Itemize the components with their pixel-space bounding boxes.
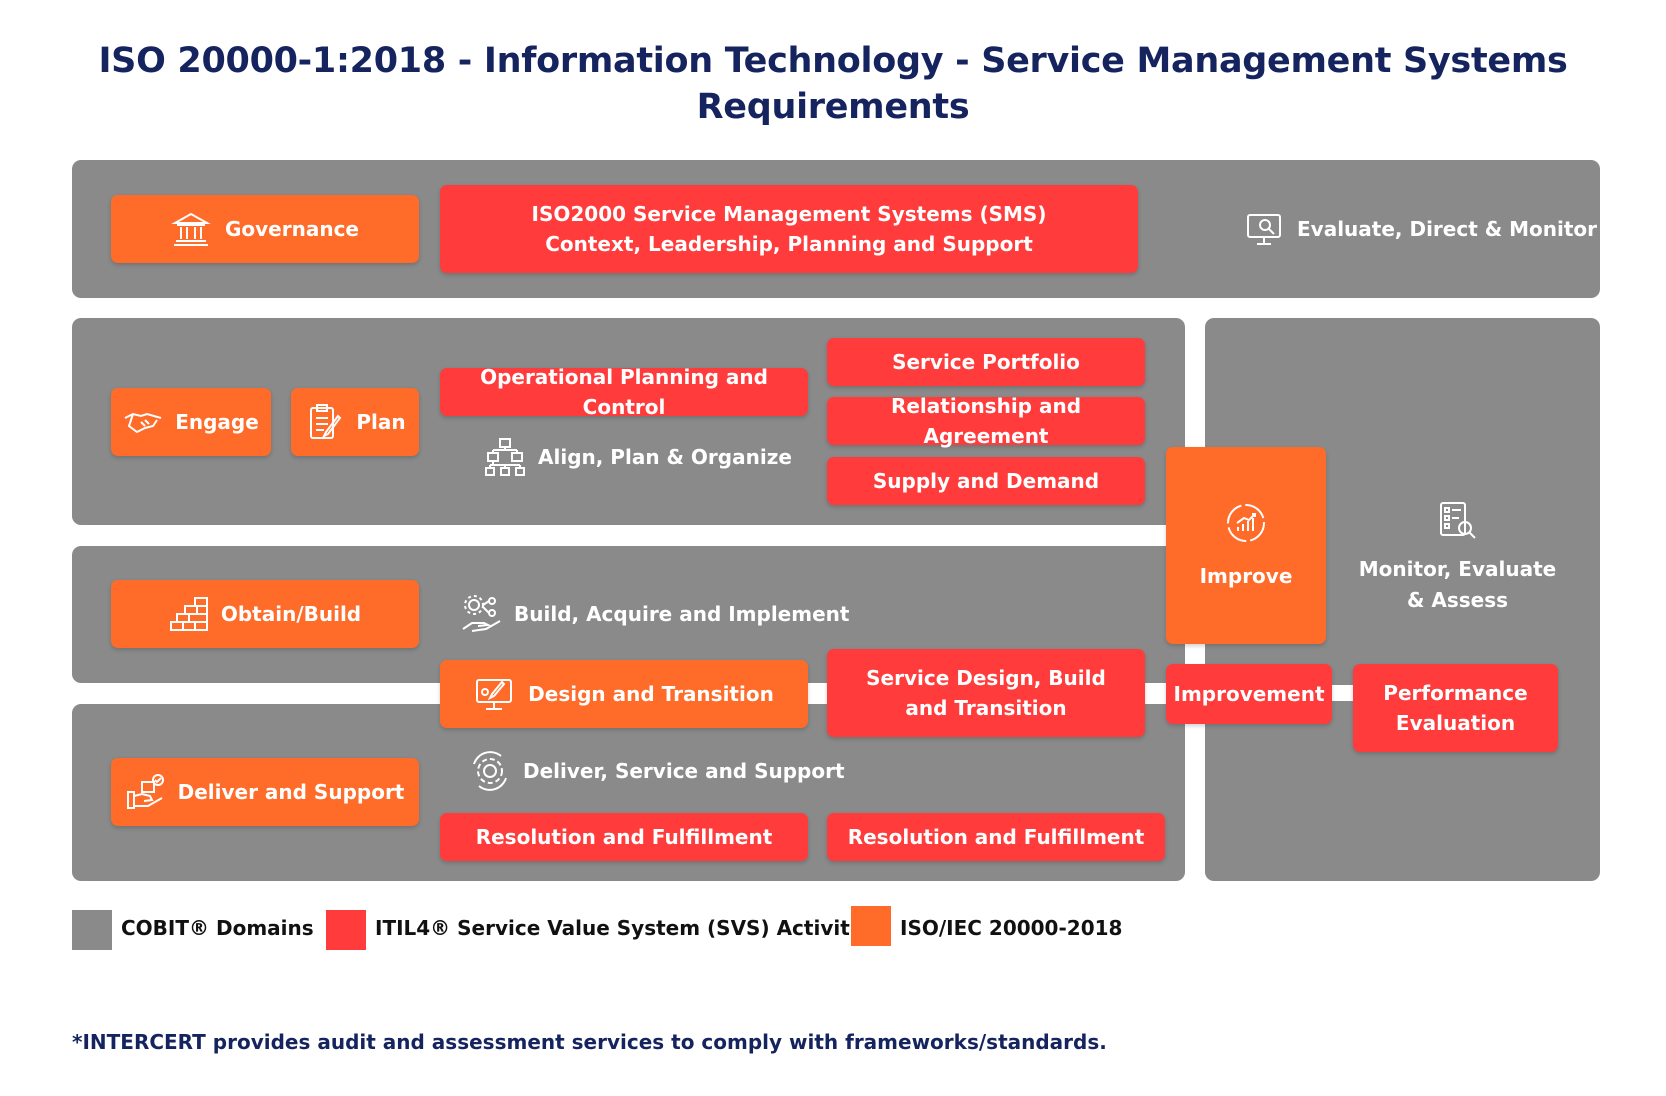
- engage-box[interactable]: Engage: [111, 388, 271, 456]
- legend-label-iso: ISO/IEC 20000-2018: [900, 916, 1123, 940]
- handshake-icon: [123, 402, 163, 442]
- performance-line-2: Evaluation: [1395, 711, 1516, 735]
- title-line-2: Requirements: [696, 87, 970, 127]
- design-monitor-icon: [474, 674, 514, 714]
- resolution-left-label: Resolution and Fulfillment: [475, 825, 773, 849]
- deliver-box[interactable]: Deliver and Support: [111, 758, 419, 826]
- resolution-right-box[interactable]: Resolution and Fulfillment: [827, 813, 1165, 861]
- clipboard-icon: [304, 402, 344, 442]
- hierarchy-icon: [484, 436, 526, 478]
- title-line-1: ISO 20000-1:2018 - Information Technolog…: [98, 41, 1568, 81]
- improvement-label: Improvement: [1173, 682, 1325, 706]
- legend-label-cobit: COBIT® Domains: [121, 916, 314, 940]
- governance-label: Governance: [224, 217, 359, 241]
- supply-box[interactable]: Supply and Demand: [827, 457, 1145, 505]
- bricks-icon: [169, 594, 209, 634]
- relationship-box[interactable]: Relationship and Agreement: [827, 394, 1145, 448]
- opc-box[interactable]: Operational Planning and Control: [440, 365, 808, 419]
- legend-swatch-cobit: [72, 910, 112, 950]
- sms-line-2: Context, Leadership, Planning and Suppor…: [545, 232, 1033, 256]
- box-hand-icon: [126, 772, 166, 812]
- opc-label: Operational Planning and Control: [480, 365, 768, 419]
- mea-label-group: Monitor, Evaluate & Assess: [1355, 500, 1560, 616]
- footnote: *INTERCERT provides audit and assessment…: [72, 1030, 1107, 1054]
- edm-label-group: Evaluate, Direct & Monitor: [1245, 209, 1597, 249]
- portfolio-label: Service Portfolio: [892, 350, 1080, 374]
- performance-box[interactable]: Performance Evaluation: [1353, 664, 1558, 752]
- apo-label: Align, Plan & Organize: [538, 445, 792, 469]
- plan-box[interactable]: Plan: [291, 388, 419, 456]
- bank-icon: [171, 209, 211, 249]
- improve-box[interactable]: Improve: [1166, 447, 1326, 644]
- deliver-label: Deliver and Support: [177, 780, 405, 804]
- obtain-box[interactable]: Obtain/Build: [111, 580, 419, 648]
- resolution-right-label: Resolution and Fulfillment: [847, 825, 1145, 849]
- engage-label: Engage: [175, 410, 259, 434]
- gear-hand-icon: [460, 593, 502, 635]
- page-title: ISO 20000-1:2018 - Information Technolog…: [0, 38, 1666, 130]
- resolution-left-box[interactable]: Resolution and Fulfillment: [440, 813, 808, 861]
- governance-box[interactable]: Governance: [111, 195, 419, 263]
- mea-line-1: Monitor, Evaluate: [1358, 557, 1557, 581]
- design-label: Design and Transition: [528, 682, 774, 706]
- monitor-search-icon: [1245, 209, 1285, 249]
- gear-icon: [469, 750, 511, 792]
- sms-box[interactable]: ISO2000 Service Management Systems (SMS)…: [440, 185, 1138, 273]
- legend-label-itil: ITIL4® Service Value System (SVS) Activi…: [375, 916, 883, 940]
- performance-line-1: Performance: [1383, 681, 1528, 705]
- legend-swatch-itil: [326, 910, 366, 950]
- improvement-box[interactable]: Improvement: [1166, 664, 1332, 724]
- obtain-label: Obtain/Build: [220, 602, 362, 626]
- bai-label-group: Build, Acquire and Implement: [460, 593, 849, 635]
- connector-strip: [1332, 685, 1354, 701]
- sdbt-line-1: Service Design, Build: [866, 666, 1106, 690]
- dss-label: Deliver, Service and Support: [523, 759, 845, 783]
- dss-label-group: Deliver, Service and Support: [469, 750, 845, 792]
- portfolio-box[interactable]: Service Portfolio: [827, 338, 1145, 386]
- design-box[interactable]: Design and Transition: [440, 660, 808, 728]
- relationship-label: Relationship and Agreement: [890, 394, 1082, 448]
- supply-label: Supply and Demand: [872, 469, 1100, 493]
- plan-label: Plan: [356, 410, 406, 434]
- improve-label: Improve: [1199, 563, 1293, 588]
- edm-label: Evaluate, Direct & Monitor: [1297, 217, 1598, 241]
- sdbt-line-2: and Transition: [905, 696, 1067, 720]
- legend-swatch-iso: [851, 906, 891, 946]
- mea-line-2: & Assess: [1406, 588, 1509, 612]
- growth-chart-icon: [1224, 501, 1268, 545]
- connector-strip: [1185, 645, 1205, 663]
- sms-line-1: ISO2000 Service Management Systems (SMS): [531, 202, 1047, 226]
- connector-strip: [1145, 685, 1167, 701]
- bai-label: Build, Acquire and Implement: [514, 602, 850, 626]
- sdbt-box[interactable]: Service Design, Build and Transition: [827, 649, 1145, 737]
- report-search-icon: [1437, 500, 1479, 542]
- apo-label-group: Align, Plan & Organize: [484, 436, 792, 478]
